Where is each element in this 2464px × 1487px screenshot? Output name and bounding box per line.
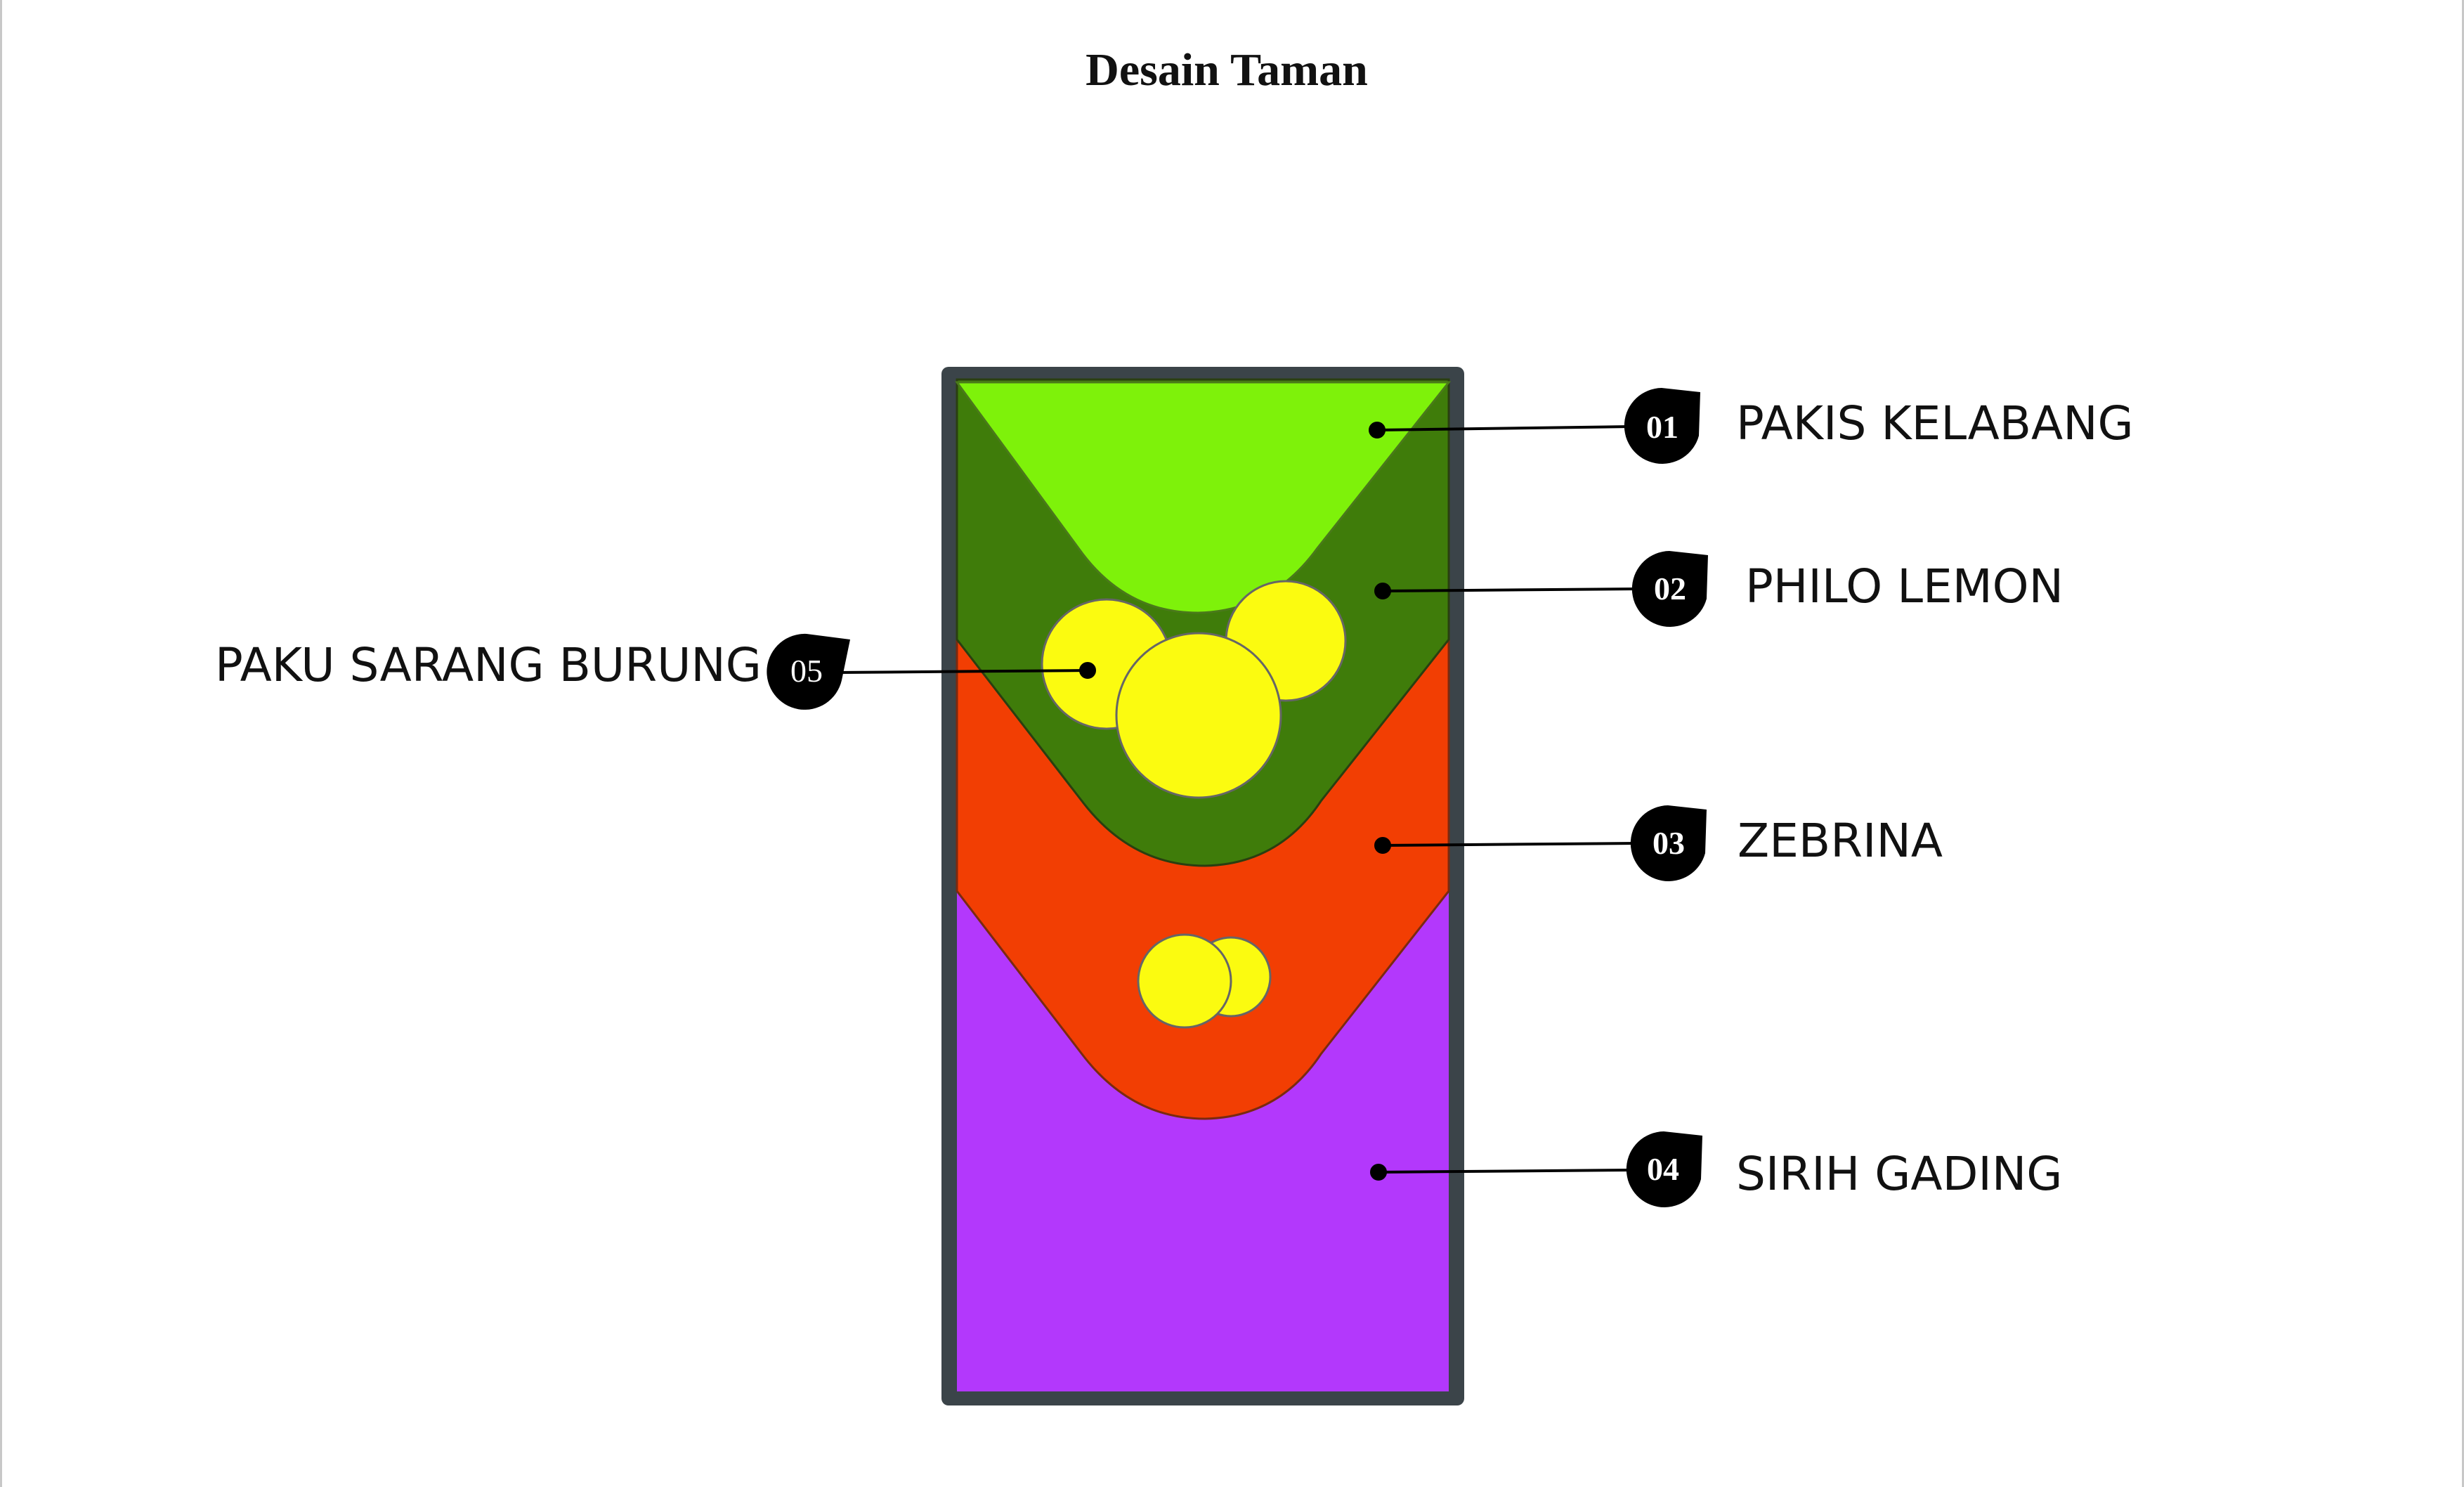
page-edge-left bbox=[0, 0, 2, 1487]
label-paku-sarang-burung: PAKU SARANG BURUNG bbox=[215, 638, 762, 692]
page-edge-right bbox=[2462, 0, 2464, 1487]
badge-04: 04 bbox=[1626, 1131, 1702, 1207]
badge-number: 03 bbox=[1653, 825, 1685, 861]
leader-dot bbox=[1374, 583, 1391, 599]
leader-lines bbox=[835, 422, 1638, 1181]
label-pakis-kelabang: PAKIS KELABANG bbox=[1736, 396, 2134, 450]
page-title: Desain Taman bbox=[1086, 44, 1368, 96]
zone-pakis-kelabang bbox=[955, 381, 1452, 614]
badge-number: 04 bbox=[1647, 1151, 1679, 1187]
badge-02: 02 bbox=[1631, 551, 1708, 627]
label-philo-lemon: PHILO LEMON bbox=[1745, 559, 2064, 613]
label-sirih-gading: SIRIH GADING bbox=[1736, 1147, 2063, 1201]
badge-number: 05 bbox=[790, 653, 823, 689]
leader-dot bbox=[1369, 422, 1386, 439]
plant-circle bbox=[1137, 933, 1232, 1029]
badge-03: 03 bbox=[1630, 805, 1707, 881]
badge-01: 01 bbox=[1624, 388, 1700, 464]
badge-number: 02 bbox=[1654, 571, 1686, 606]
leader-dot bbox=[1374, 837, 1391, 854]
leader-dot bbox=[1079, 662, 1096, 679]
leader-dot bbox=[1370, 1164, 1387, 1181]
plant-circle bbox=[1115, 632, 1282, 799]
label-zebrina: ZEBRINA bbox=[1738, 814, 1943, 868]
badge-number: 01 bbox=[1646, 409, 1678, 445]
zone-paku-sarang-burung bbox=[1041, 580, 1347, 1029]
badge-05: 05 bbox=[767, 633, 850, 710]
